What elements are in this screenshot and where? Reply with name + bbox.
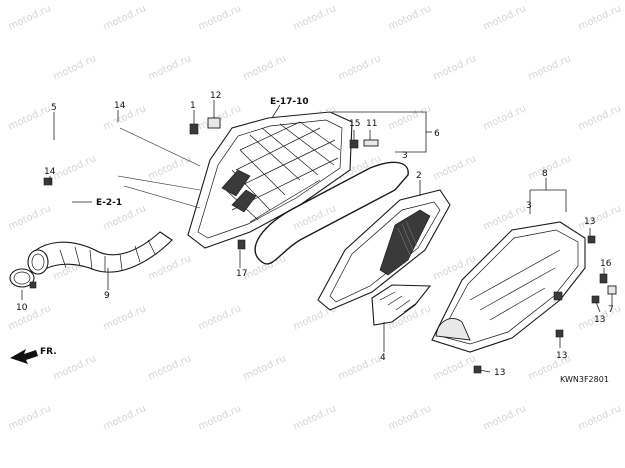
screw-part-13b <box>591 295 600 304</box>
watermark-text: motod.ru <box>432 53 478 82</box>
drain-plug-part-16 <box>599 273 608 284</box>
connecting-tube-part <box>27 231 173 275</box>
screw-part-13a <box>587 235 596 244</box>
callout-13-bottom: 13 <box>556 351 567 361</box>
leader-lines <box>21 100 613 373</box>
watermark-text: motod.ru <box>102 303 148 332</box>
reference-label-e17: E-17-10 <box>270 97 309 107</box>
watermark-text: motod.ru <box>577 403 623 432</box>
watermark-text: motod.ru <box>242 53 288 82</box>
watermark-text: motod.ru <box>197 303 243 332</box>
watermark-text: motod.ru <box>52 53 98 82</box>
diagram-code: KWN3F2801 <box>560 375 609 384</box>
air-cleaner-cover-part <box>431 221 586 353</box>
watermark-text: motod.ru <box>102 403 148 432</box>
callout-14-top: 14 <box>114 101 126 111</box>
pin-part-11 <box>363 139 379 147</box>
callout-3-lower: 3 <box>526 201 532 211</box>
callout-7: 7 <box>608 305 614 315</box>
watermark-text: motod.ru <box>527 53 573 82</box>
watermark-text: motod.ru <box>7 203 53 232</box>
callout-13-lowest: 13 <box>494 368 505 378</box>
watermark-text: motod.ru <box>527 153 573 182</box>
callout-14-bottom: 14 <box>44 167 56 177</box>
watermark-text: motod.ru <box>432 353 478 382</box>
callout-6: 6 <box>434 129 440 139</box>
watermark-text: motod.ru <box>147 153 193 182</box>
callout-9: 9 <box>104 291 110 301</box>
callout-1: 1 <box>190 101 196 111</box>
watermark-text: motod.ru <box>337 53 383 82</box>
bolt-part-1 <box>189 123 199 135</box>
watermark-text: motod.ru <box>7 403 53 432</box>
watermark-text: motod.ru <box>197 403 243 432</box>
watermark-text: motod.ru <box>482 103 528 132</box>
callout-8: 8 <box>542 169 548 179</box>
callout-12: 12 <box>210 91 221 101</box>
front-direction-arrow: FR. <box>10 347 57 364</box>
callout-17: 17 <box>236 269 247 279</box>
breather-tube-part <box>43 118 119 186</box>
callout-10: 10 <box>16 303 28 313</box>
watermark-text: motod.ru <box>102 3 148 32</box>
watermark-text: motod.ru <box>482 403 528 432</box>
watermark-text: motod.ru <box>242 253 288 282</box>
callout-2: 2 <box>416 171 422 181</box>
reference-label-e2: E-2-1 <box>96 198 122 208</box>
screw-part-15 <box>349 139 359 149</box>
watermark-text: motod.ru <box>292 203 338 232</box>
callout-13-right-bottom: 13 <box>594 315 605 325</box>
watermark-text: motod.ru <box>7 103 53 132</box>
watermark-text: motod.ru <box>337 353 383 382</box>
watermark-text: motod.ru <box>482 3 528 32</box>
callout-4: 4 <box>380 353 386 363</box>
air-cleaner-case-part <box>187 111 353 249</box>
callout-15: 15 <box>349 119 360 129</box>
watermark-text: motod.ru <box>577 103 623 132</box>
watermark-text: motod.ru <box>432 153 478 182</box>
watermark-text: motod.ru <box>387 403 433 432</box>
seal-gasket-part <box>254 161 409 265</box>
callout-13-right-top: 13 <box>584 217 595 227</box>
watermark-text: motod.ru <box>7 303 53 332</box>
watermark-text: motod.ru <box>147 53 193 82</box>
clip-part-12 <box>207 117 221 129</box>
watermark-text: motod.ru <box>387 3 433 32</box>
drain-cap-part-7 <box>607 285 617 295</box>
callout-3-upper: 3 <box>402 151 408 161</box>
watermark-text: motod.ru <box>147 353 193 382</box>
watermark-text: motod.ru <box>7 3 53 32</box>
direction-label: FR. <box>40 347 57 357</box>
hose-clamp-part <box>9 268 37 289</box>
callout-11: 11 <box>366 119 377 129</box>
watermark-text: motod.ru <box>52 353 98 382</box>
bolt-part-17 <box>237 239 246 250</box>
watermark-text: motod.ru <box>242 353 288 382</box>
watermark-text: motod.ru <box>577 3 623 32</box>
sub-element-part <box>371 284 432 326</box>
watermark-text: motod.ru <box>292 3 338 32</box>
screw-part-13d <box>473 365 482 374</box>
watermark-text: motod.ru <box>147 253 193 282</box>
callout-16: 16 <box>600 259 612 269</box>
watermark-text: motod.ru <box>292 403 338 432</box>
watermark-text: motod.ru <box>52 153 98 182</box>
callout-5: 5 <box>51 103 57 113</box>
air-filter-element-part <box>317 189 451 311</box>
screw-part-13c <box>555 329 564 338</box>
watermark-text: motod.ru <box>197 3 243 32</box>
